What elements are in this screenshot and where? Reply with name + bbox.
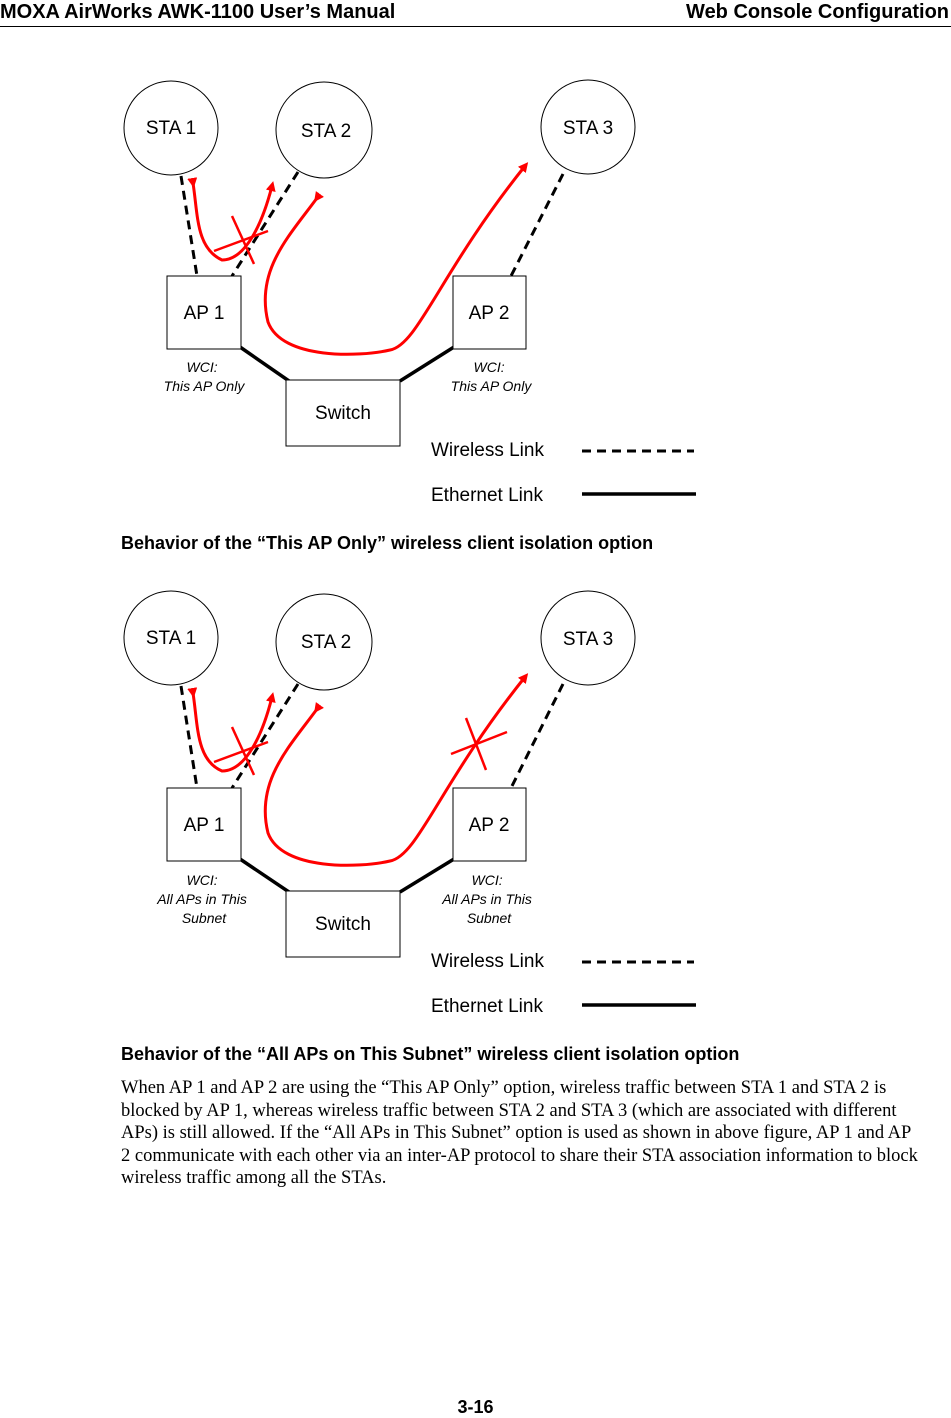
sta1-node (123, 590, 219, 686)
switch-label: Switch (315, 914, 371, 935)
wireless-link-sta2-ap1 (230, 683, 300, 789)
ap1-label: AP 1 (184, 303, 225, 324)
sta3-label: STA 3 (563, 118, 613, 139)
legend-ethernet-label: Ethernet Link (431, 485, 543, 506)
wci-ap2-label: WCI: All APs in This Subnet (441, 872, 536, 926)
sta2-label: STA 2 (301, 121, 351, 142)
manual-title: MOXA AirWorks AWK-1100 User’s Manual (0, 1, 396, 23)
sta3-node (540, 79, 636, 175)
legend-wireless-label: Wireless Link (431, 951, 544, 972)
sta2-label: STA 2 (301, 632, 351, 653)
legend-wireless-label: Wireless Link (431, 440, 544, 461)
ap2-box (452, 787, 527, 862)
ethernet-link-ap1-switch (239, 345, 290, 383)
sta1-label: STA 1 (146, 118, 196, 139)
wireless-link-sta1-ap1 (179, 685, 199, 789)
figure1-caption: Behavior of the “This AP Only” wireless … (121, 533, 654, 553)
blocked-traffic-sta1-sta2 (187, 177, 276, 262)
diagram-this-ap-only: STA 1 STA 2 STA 3 AP 1 AP 2 Switch WCI: … (123, 79, 696, 506)
allowed-traffic-sta2-sta3 (263, 162, 529, 356)
wci-ap1-label: WCI: This AP Only (164, 359, 246, 394)
diagram-all-aps-in-subnet: STA 1 STA 2 STA 3 AP 1 AP 2 Switch WCI: … (123, 590, 696, 1017)
ap2-label: AP 2 (469, 303, 510, 324)
section-title: Web Console Configuration (686, 1, 949, 23)
sta1-node (123, 80, 219, 176)
ap1-box (166, 275, 242, 350)
legend-ethernet-label: Ethernet Link (431, 996, 543, 1017)
wci-ap1-label: WCI: All APs in This Subnet (156, 872, 251, 926)
ap1-box (166, 787, 242, 862)
page-header: MOXA AirWorks AWK-1100 User’s Manual Web… (0, 0, 951, 27)
blocked-traffic-sta2-sta3 (263, 673, 529, 867)
ap1-label: AP 1 (184, 815, 225, 836)
ethernet-link-ap2-switch (399, 857, 455, 894)
sta1-label: STA 1 (146, 628, 196, 649)
body-paragraph: When AP 1 and AP 2 are using the “This A… (121, 1078, 918, 1189)
wireless-link-sta3-ap2 (509, 173, 565, 277)
sta3-node (540, 590, 636, 686)
blocked-traffic-sta1-sta2 (187, 687, 276, 773)
switch-box (285, 890, 401, 958)
switch-box (285, 379, 401, 447)
block-mark-icon (213, 215, 269, 265)
ethernet-link-ap2-switch (399, 345, 455, 383)
block-mark-icon (213, 726, 269, 776)
wci-ap2-label: WCI: This AP Only (451, 359, 533, 394)
wireless-link-sta1-ap1 (179, 175, 199, 277)
block-mark-icon (450, 717, 508, 771)
sta3-label: STA 3 (563, 629, 613, 650)
wireless-link-sta3-ap2 (509, 683, 565, 789)
ap2-label: AP 2 (469, 815, 510, 836)
ap2-box (452, 275, 527, 350)
figure2-caption: Behavior of the “All APs on This Subnet”… (121, 1044, 740, 1064)
switch-label: Switch (315, 403, 371, 424)
wireless-link-sta2-ap1 (230, 171, 300, 277)
page-number: 3-16 (457, 1397, 494, 1417)
ethernet-link-ap1-switch (239, 857, 290, 894)
